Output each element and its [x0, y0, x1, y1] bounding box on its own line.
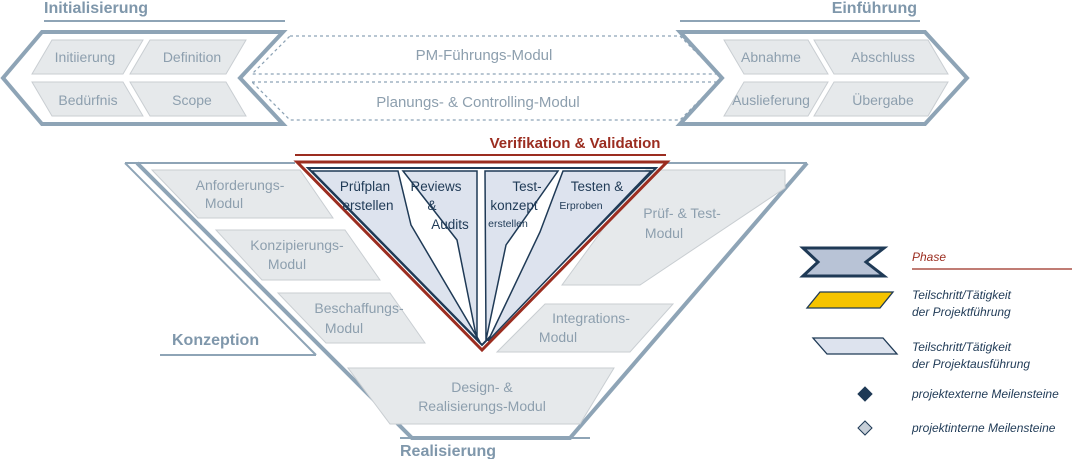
beschaffungs-modul	[276, 292, 426, 344]
beschaffungs-modul-label-2: Modul	[325, 320, 363, 336]
activity-testkonzept-label-3: erstellen	[488, 218, 528, 230]
step-scope-label: Scope	[172, 92, 212, 108]
step-beduerfnis-label: Bedürfnis	[58, 92, 117, 108]
step-abnahme	[723, 39, 829, 75]
konzipierungs-modul	[214, 229, 381, 281]
initialisierung-phase-chevron	[0, 30, 288, 126]
activity-pruefplan-erstellen	[310, 170, 481, 343]
activity-testkonzept-erstellen	[484, 170, 560, 341]
activity-testkonzept-label-1: Test-	[512, 179, 541, 194]
legend-projektfuehrung-label-2: der Projektführung	[912, 305, 1011, 319]
phase-label-einfuehrung: Einführung	[832, 0, 917, 17]
pruef-test-modul	[561, 169, 786, 286]
legend-projektfuehrung-icon	[805, 291, 895, 309]
step-abschluss	[813, 39, 949, 75]
anforderungs-modul-label-1: Anforderungs-	[196, 177, 285, 193]
konzipierungs-modul-label-2: Modul	[268, 256, 306, 272]
pm-fuehrungs-modul-label: PM-Führungs-Modul	[416, 47, 553, 64]
legend-projektausfuehrung-label-2: der Projektausführung	[912, 357, 1030, 371]
design-realisierungs-modul-label-2: Realisierungs-Modul	[418, 398, 546, 414]
konzeption-phase-edge	[124, 162, 317, 356]
activity-reviews-label-1: Reviews	[410, 179, 461, 194]
einfuehrung-phase-chevron	[675, 30, 970, 126]
legend-milestone-extern-label: projektexterne Meilensteine	[911, 387, 1059, 401]
step-initiierung-label: Initiierung	[55, 49, 116, 65]
vv-title: Verifikation & Validation	[490, 135, 661, 152]
design-realisierungs-modul-label-1: Design- &	[451, 379, 513, 395]
step-auslieferung-label: Auslieferung	[732, 92, 810, 108]
anforderungs-modul	[150, 169, 334, 219]
integrations-modul-label-2: Modul	[539, 329, 577, 345]
legend-phase-icon	[799, 246, 889, 278]
konzipierungs-modul-label-1: Konzipierungs-	[250, 237, 344, 253]
activity-testen-erproben	[487, 170, 653, 342]
legend-milestone-extern-icon	[857, 386, 873, 402]
step-definition	[129, 39, 247, 75]
phase-label-konzeption: Konzeption	[172, 332, 259, 349]
pruef-test-modul-label-1: Prüf- & Test-	[643, 205, 721, 221]
step-beduerfnis	[31, 81, 144, 117]
step-auslieferung	[723, 81, 829, 117]
phase-label-initialisierung: Initialisierung	[44, 0, 148, 17]
planungs-controlling-modul-label: Planungs- & Controlling-Modul	[376, 94, 579, 111]
pruef-test-modul-label-2: Modul	[645, 225, 683, 241]
activity-reviews-label-2: &	[427, 198, 436, 213]
legend-projektausfuehrung-label-1: Teilschritt/Tätigkeit	[912, 340, 1012, 354]
legend-milestone-intern-label: projektinterne Meilensteine	[911, 421, 1056, 435]
step-definition-label: Definition	[163, 49, 221, 65]
activity-testen-label-1: Testen &	[571, 179, 624, 194]
beschaffungs-modul-label-1: Beschaffungs-	[314, 300, 404, 316]
step-initiierung	[31, 39, 144, 75]
phase-label-realisierung: Realisierung	[400, 443, 496, 459]
activity-reviews-label-3: Audits	[431, 217, 469, 232]
integrations-modul-label-1: Integrations-	[552, 310, 630, 326]
legend-phase-label: Phase	[912, 250, 946, 264]
legend-projektausfuehrung-icon	[811, 337, 899, 355]
integrations-modul	[495, 303, 675, 353]
legend-milestone-intern-icon	[857, 420, 873, 436]
activity-testen-label-2: Erproben	[559, 200, 602, 212]
step-abnahme-label: Abnahme	[741, 49, 801, 65]
step-uebergabe	[813, 81, 949, 117]
step-uebergabe-label: Übergabe	[852, 91, 914, 108]
legend-projektfuehrung-label-1: Teilschritt/Tätigkeit	[912, 288, 1012, 302]
activity-pruefplan-label-2: erstellen	[342, 198, 393, 213]
pm-fuehrungs-modul-box	[250, 35, 720, 75]
activity-pruefplan-label-1: Prüfplan	[340, 179, 390, 194]
step-abschluss-label: Abschluss	[851, 49, 915, 65]
activity-reviews-audits	[401, 170, 478, 341]
vv-triangle-outline	[293, 160, 671, 353]
activity-testkonzept-label-2: konzept	[490, 198, 538, 213]
design-realisierungs-modul	[347, 367, 615, 425]
step-scope	[129, 81, 247, 117]
anforderungs-modul-label-2: Modul	[205, 195, 243, 211]
